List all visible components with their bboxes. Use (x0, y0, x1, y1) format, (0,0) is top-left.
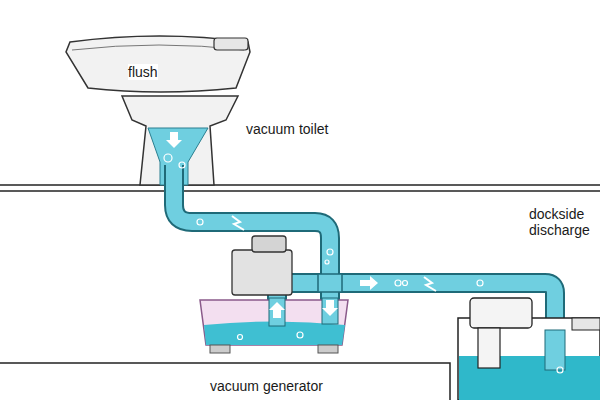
part-label: vacuum toilet (246, 121, 328, 137)
vacuum-generator-figure (200, 236, 348, 353)
floor-line (0, 190, 600, 192)
flow-arrow (166, 132, 378, 320)
vacuum-symbol (232, 216, 436, 291)
pipe-junction (318, 274, 342, 292)
floor-line (0, 184, 600, 186)
part-label: vacuum generator (210, 378, 323, 394)
base-panel (0, 363, 450, 400)
bubble (164, 154, 563, 373)
vacuum-toilet-figure (66, 36, 250, 185)
toilet-pipe (174, 165, 330, 322)
holding-tank-figure (458, 298, 600, 400)
part-label: dockside discharge (529, 206, 597, 238)
part-label: flush (128, 64, 158, 80)
toilet-pipe (174, 165, 330, 322)
